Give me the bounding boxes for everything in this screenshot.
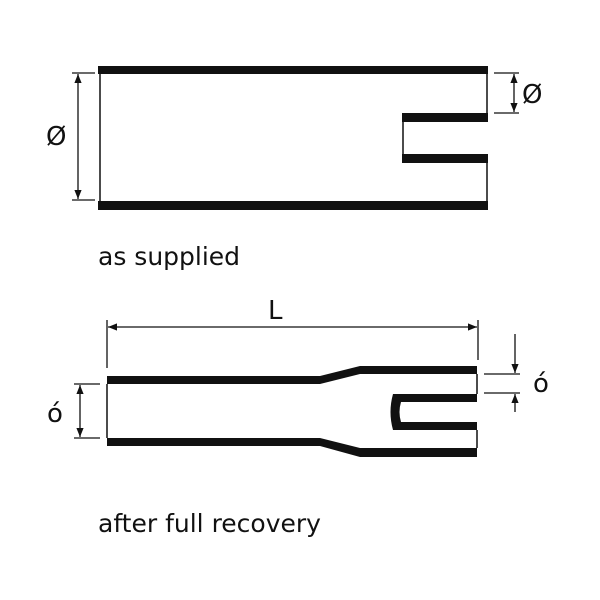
recovered-outer-diameter-label: ó (47, 399, 63, 429)
supplied-dimensions (72, 72, 519, 201)
length-label: L (268, 296, 283, 326)
supplied-inner-diameter-label: Ø (522, 80, 543, 110)
recovered-inner-diameter-label: ó (533, 369, 549, 399)
as-supplied-caption: as supplied (98, 242, 241, 271)
after-full-recovery-caption: after full recovery (98, 509, 321, 538)
supplied-outer-diameter-label: Ø (46, 122, 67, 152)
recovered-tube (106, 366, 478, 457)
recovered-dimensions (74, 320, 520, 439)
supplied-tube (98, 66, 488, 210)
